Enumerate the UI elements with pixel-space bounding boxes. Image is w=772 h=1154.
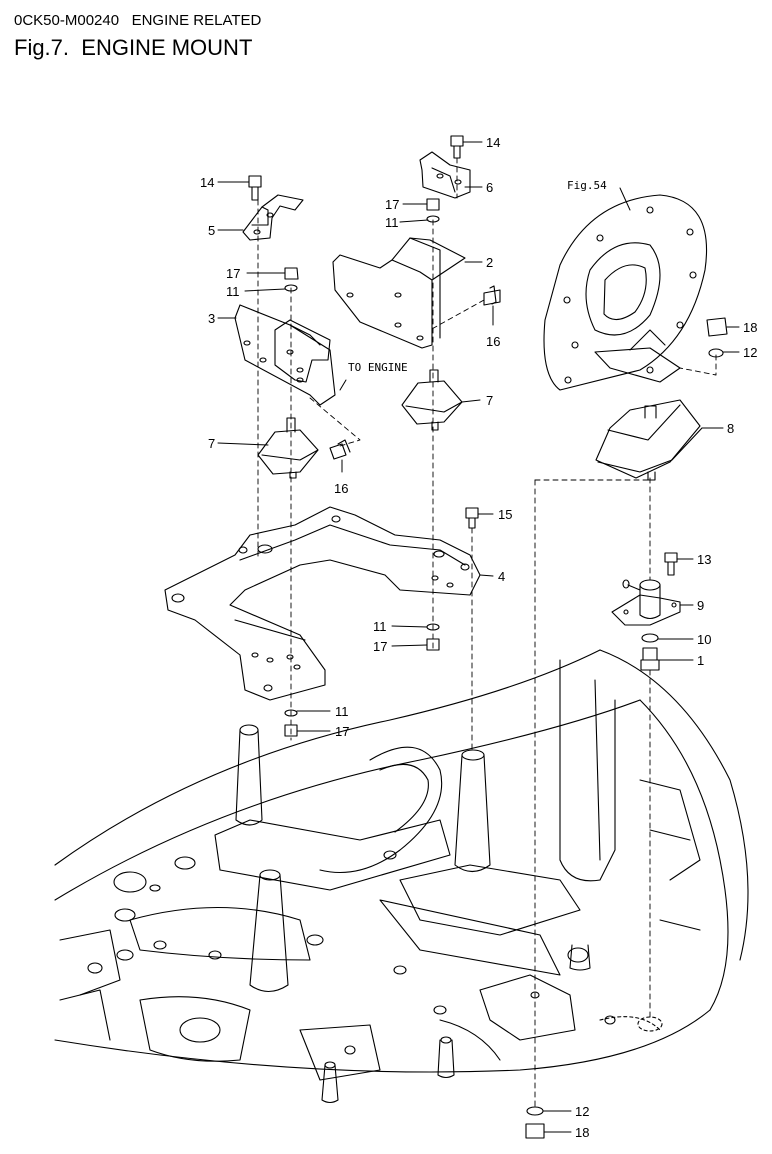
callout-11: 11 — [373, 619, 387, 634]
callout-7: 7 — [486, 393, 493, 408]
callout-10: 10 — [697, 632, 711, 647]
page-header: 0CK50-M00240 ENGINE RELATED Fig.7. ENGIN… — [14, 12, 261, 62]
callout-5: 5 — [208, 223, 215, 238]
callout-16: 16 — [486, 334, 500, 349]
callout-18: 18 — [743, 320, 757, 335]
frame-base — [54, 649, 749, 1104]
callout-6: 6 — [486, 180, 493, 195]
part-4-support-plate — [164, 506, 481, 701]
callout-18: 18 — [575, 1125, 589, 1140]
header-code-line: 0CK50-M00240 ENGINE RELATED — [14, 12, 261, 30]
callout-1: 1 — [697, 653, 704, 668]
part-1-bolt — [640, 647, 660, 671]
part-9-bracket — [611, 579, 681, 626]
figure-number: Fig.7. — [14, 35, 70, 60]
part-13-bolt — [664, 552, 678, 576]
callout-12: 12 — [575, 1104, 589, 1119]
callout-11: 11 — [226, 284, 240, 299]
callout-16: 16 — [334, 481, 348, 496]
figure-title: ENGINE MOUNT — [81, 35, 253, 60]
part-3-bracket — [234, 304, 336, 406]
callout-17: 17 — [373, 639, 387, 654]
callout-11: 11 — [335, 704, 349, 719]
section-title: ENGINE RELATED — [131, 12, 262, 29]
callout-14: 14 — [486, 135, 500, 150]
doc-code: 0CK50-M00240 — [14, 12, 120, 29]
callout-4: 4 — [498, 569, 505, 584]
part-7-rubber-mount-right — [401, 369, 463, 431]
callout-3: 3 — [208, 311, 215, 326]
callout-13: 13 — [697, 552, 711, 567]
leader-lines — [217, 141, 740, 1133]
to-engine-label: TO ENGINE — [348, 361, 408, 374]
figure-title-line: Fig.7. ENGINE MOUNT — [14, 34, 261, 62]
callout-15: 15 — [498, 507, 512, 522]
callout-labels: TO ENGINE Fig.54 14 5 17 11 3 7 16 14 6 … — [200, 135, 757, 1140]
callout-2: 2 — [486, 255, 493, 270]
part-5-small-bracket — [242, 194, 304, 241]
callout-9: 9 — [697, 598, 704, 613]
callout-14: 14 — [200, 175, 214, 190]
part-2-bracket — [332, 237, 466, 349]
part-8-rubber-mount — [595, 399, 703, 481]
callout-7: 7 — [208, 436, 215, 451]
part-10-washer — [641, 633, 659, 643]
callout-11: 11 — [385, 215, 399, 230]
callout-17: 17 — [226, 266, 240, 281]
part-6-small-bracket — [419, 151, 471, 199]
fig-ref-label: Fig.54 — [567, 179, 607, 192]
fasteners — [248, 135, 728, 1139]
callout-17: 17 — [385, 197, 399, 212]
assembly-lines — [257, 157, 717, 1111]
flywheel-housing — [543, 194, 708, 391]
part-7-rubber-mount-left — [257, 417, 319, 479]
callout-12: 12 — [743, 345, 757, 360]
callout-8: 8 — [727, 421, 734, 436]
callout-17: 17 — [335, 724, 349, 739]
